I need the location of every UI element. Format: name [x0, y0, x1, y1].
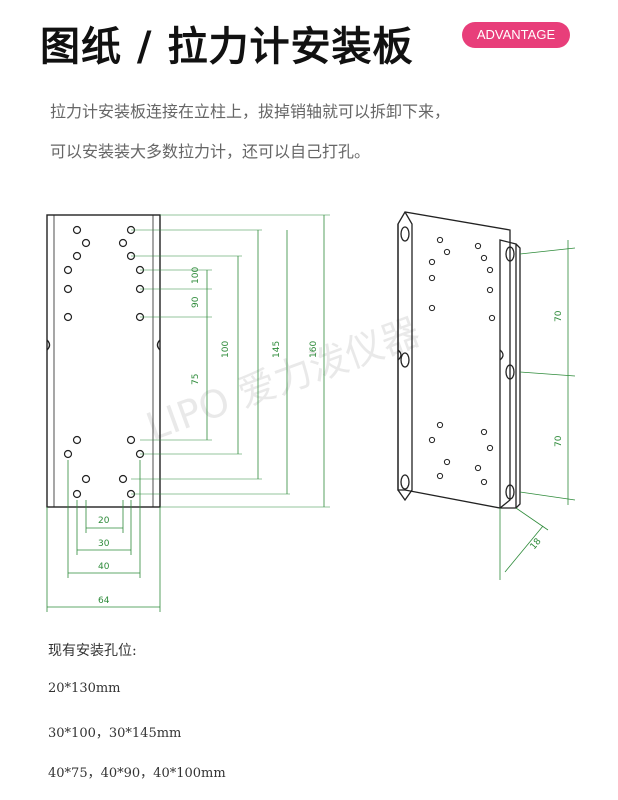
dim-75: 75: [191, 374, 201, 385]
isometric-bracket: [397, 211, 521, 509]
dim-30: 30: [98, 539, 110, 549]
description-line-1: 拉力计安装板连接在立柱上，拔掉销轴就可以拆卸下来，: [50, 102, 451, 121]
description-line-2: 可以安装装大多数拉力计，还可以自己打孔。: [50, 142, 371, 161]
dim-100b: 100: [221, 341, 231, 358]
dim-64: 64: [98, 596, 110, 606]
dim-20: 20: [98, 516, 110, 526]
mounting-holes-bracket: [428, 236, 496, 486]
dim-18: 18: [529, 537, 544, 552]
dim-70b: 70: [554, 435, 564, 447]
technical-drawing: LIPO 爱力泼仪器: [46, 211, 576, 612]
dim-40: 40: [98, 562, 110, 572]
vertical-dimensions: [206, 215, 325, 507]
dim-145: 145: [272, 341, 282, 358]
mounting-holes-front: [63, 225, 145, 499]
horizontal-dimensions: [46, 460, 161, 612]
hole-spec-1: 20*130mm: [48, 681, 121, 696]
hole-spec-2: 30*100，30*145mm: [48, 726, 182, 741]
advantage-badge: ADVANTAGE: [462, 22, 570, 48]
dim-90: 90: [191, 296, 201, 308]
front-view-plate: [46, 214, 161, 508]
hole-centerlines: [131, 214, 330, 508]
dim-70a: 70: [554, 310, 564, 322]
holes-title: 现有安装孔位:: [48, 643, 137, 659]
watermark: LIPO 爱力泼仪器: [140, 310, 425, 450]
dim-160: 160: [309, 341, 319, 358]
hole-spec-3: 40*75，40*90，40*100mm: [48, 766, 226, 781]
page-title: 图纸 / 拉力计安装板: [40, 24, 414, 70]
bracket-dimensions: [499, 240, 576, 580]
dim-100a: 100: [191, 267, 201, 284]
